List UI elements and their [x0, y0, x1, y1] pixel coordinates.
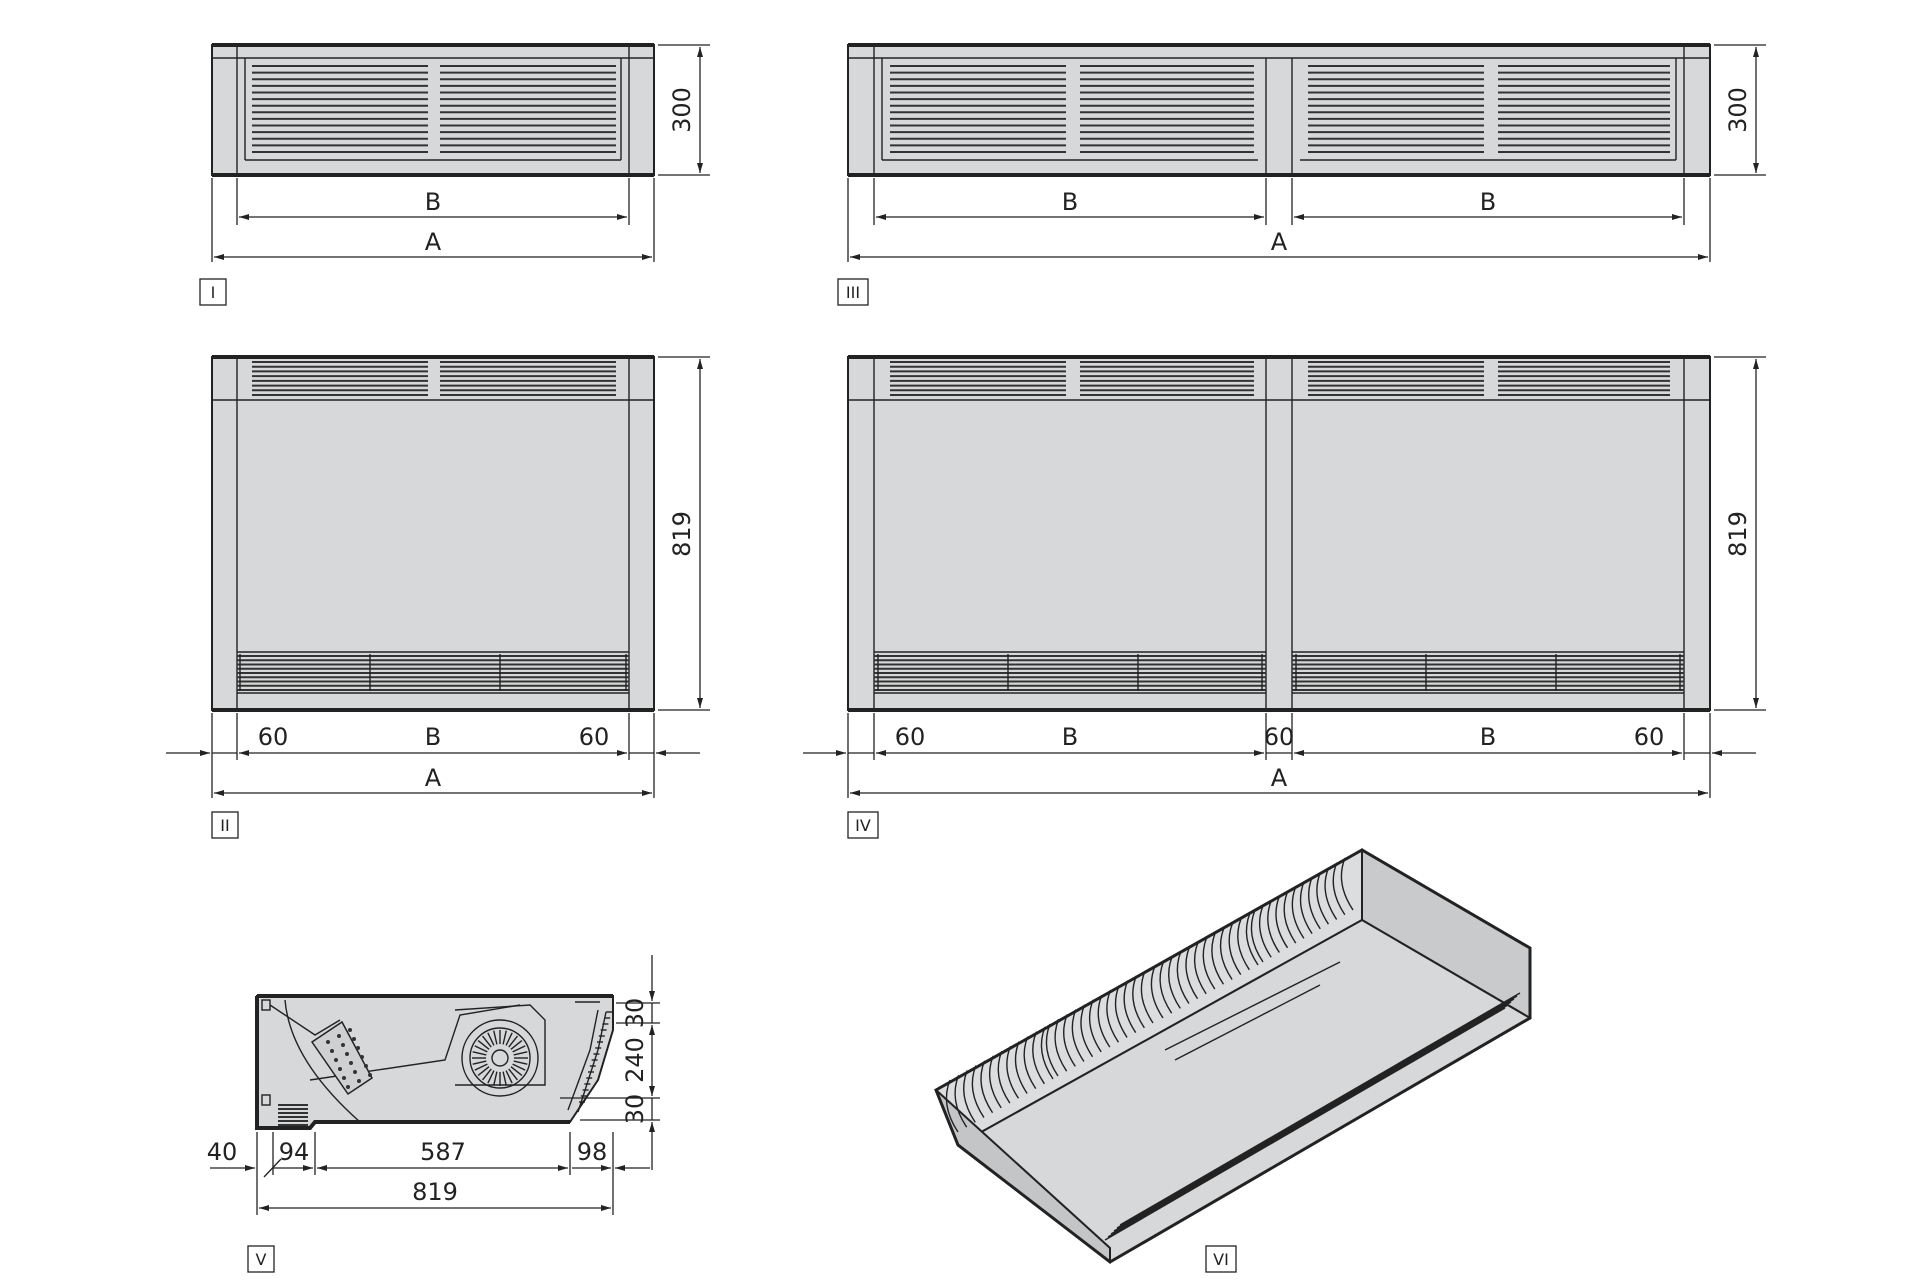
- dim-a: A: [425, 764, 442, 792]
- view-5-cross-section: 30 240 30 40 94 587 98 819 V: [207, 955, 660, 1273]
- dim-a: A: [425, 228, 442, 256]
- view-tag-4: IV: [855, 816, 871, 835]
- dim-b: B: [425, 723, 441, 751]
- view-tag-1: I: [211, 283, 216, 302]
- dim-mid-60: 60: [1264, 723, 1295, 751]
- dim-a: A: [1271, 228, 1288, 256]
- dim-30-top: 30: [621, 998, 649, 1029]
- dim-left-60: 60: [258, 723, 289, 751]
- view-3-front-long: 300 B B A III: [837, 43, 1766, 306]
- dim-height-300: 300: [668, 87, 696, 133]
- dim-height-819: 819: [1724, 511, 1752, 557]
- view-6-isometric: VI: [934, 848, 1532, 1273]
- dim-98: 98: [577, 1138, 608, 1166]
- dim-94: 94: [279, 1138, 310, 1166]
- dim-587: 587: [420, 1138, 466, 1166]
- dim-b-2: B: [1480, 188, 1496, 216]
- grille-upper: [252, 65, 616, 153]
- view-tag-5: V: [256, 1250, 267, 1269]
- view-2-underside-short: 819 60 B 60 A II: [166, 355, 710, 839]
- view-tag-6: VI: [1213, 1250, 1229, 1269]
- dim-40: 40: [207, 1138, 238, 1166]
- dim-right-60: 60: [1634, 723, 1665, 751]
- dim-30-bottom: 30: [621, 1094, 649, 1125]
- dim-b-2: B: [1480, 723, 1496, 751]
- dim-left-60: 60: [895, 723, 926, 751]
- view-tag-3: III: [846, 283, 860, 302]
- view-1-front-short: 300 B A I: [199, 43, 710, 306]
- dim-b: B: [425, 188, 441, 216]
- dim-right-60: 60: [579, 723, 610, 751]
- dim-b-1: B: [1062, 723, 1078, 751]
- view-4-underside-long: 819 60 B 60 B 60 A IV: [803, 355, 1766, 839]
- dim-240: 240: [621, 1037, 649, 1083]
- dim-a: A: [1271, 764, 1288, 792]
- dim-height-300: 300: [1724, 87, 1752, 133]
- dim-819: 819: [412, 1178, 458, 1206]
- dim-height-819: 819: [668, 511, 696, 557]
- dim-b-1: B: [1062, 188, 1078, 216]
- view-tag-2: II: [220, 816, 229, 835]
